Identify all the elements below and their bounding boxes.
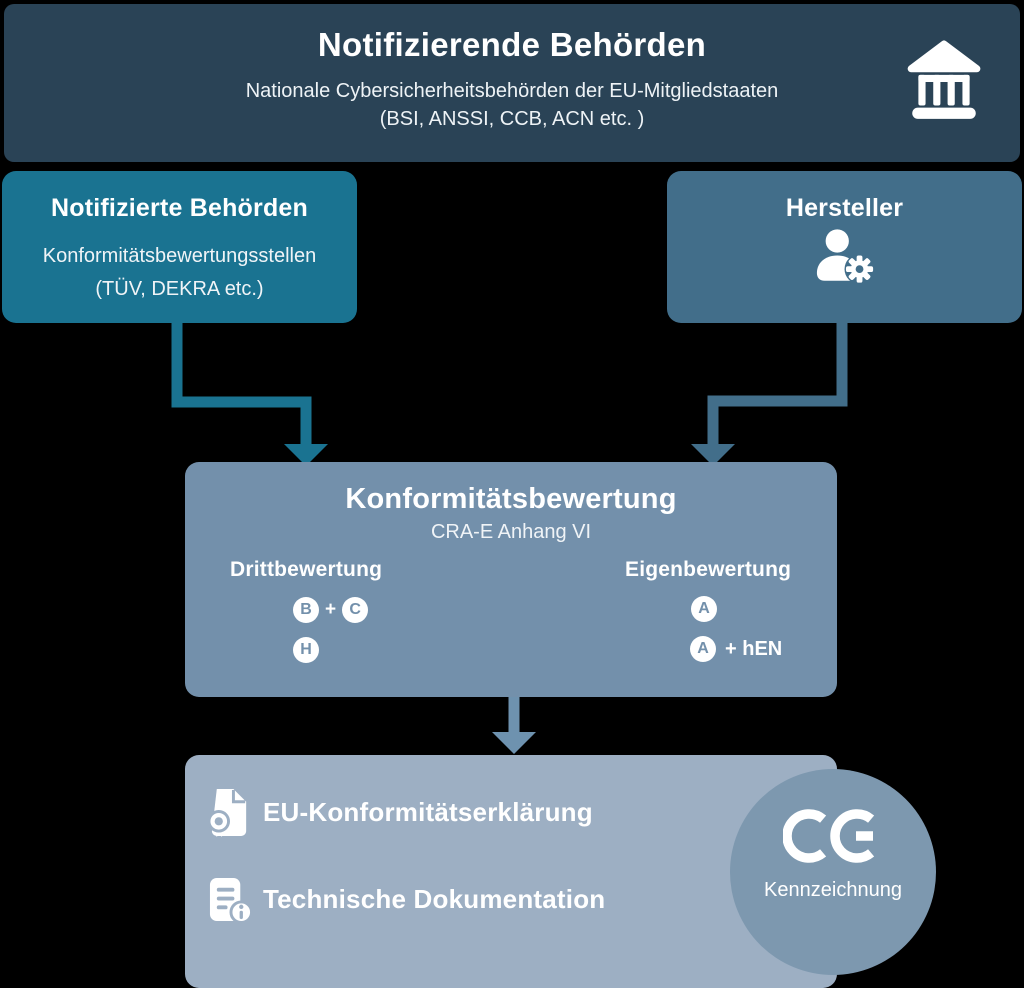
hen-suffix: + hEN [725, 637, 783, 660]
eu-declaration-text: EU-Konformitätserklärung [263, 796, 593, 827]
technical-documentation-text: Technische Dokumentation [263, 883, 606, 914]
manufacturer-box: Hersteller [667, 171, 1022, 323]
notified-bodies-subtitle-line2: (TÜV, DEKRA etc.) [95, 278, 264, 300]
assessment-subtitle: CRA-E Anhang VI [430, 521, 592, 543]
banner-subtitle-line2: (BSI, ANSSI, CCB, ACN etc. ) [379, 108, 645, 130]
eu-declaration-row: EU-Konformitätserklärung [208, 784, 593, 840]
module-row-h: H [293, 637, 319, 663]
ce-marking-circle: Kennzeichnung [730, 769, 936, 975]
notified-bodies-box: Notifizierte Behörden Konformitätsbewert… [2, 171, 357, 323]
notified-bodies-subtitle-line1: Konformitätsbewertungsstellen [42, 245, 317, 267]
third-party-assessment-label: Drittbewertung [230, 558, 383, 581]
module-row-a: A [691, 596, 717, 622]
arrow-manufacturer-to-assessment [691, 318, 848, 466]
technical-documentation-row: Technische Dokumentation [208, 871, 605, 927]
notified-bodies-subtitle: Konformitätsbewertungsstellen (TÜV, DEKR… [2, 240, 357, 306]
banner-subtitle: Nationale Cybersicherheitsbehörden der E… [4, 77, 1020, 133]
module-row-b-plus-c: B + C [293, 597, 369, 623]
self-assessment-label: Eigenbewertung [625, 558, 792, 581]
assessment-title: Konformitätsbewertung [345, 483, 677, 515]
banner-subtitle-line1: Nationale Cybersicherheitsbehörden der E… [245, 80, 779, 102]
module-badge-a2: A [690, 636, 716, 662]
banner-title: Notifizierende Behörden [317, 26, 707, 63]
arrow-assessment-to-results [492, 694, 536, 754]
plus-sign: + [325, 599, 337, 620]
ce-mark-icon [783, 809, 875, 863]
conformity-assessment-box [185, 462, 837, 697]
bank-icon [907, 40, 981, 119]
notifying-authorities-banner: Notifizierende Behörden Nationale Cybers… [4, 4, 1020, 162]
certificate-document-icon [208, 788, 247, 837]
results-box: EU-Konformitätserklärung Technische Doku… [185, 755, 837, 988]
manufacturer-title: Hersteller [785, 194, 904, 222]
module-badge-c: C [342, 597, 369, 623]
document-info-icon [209, 877, 253, 924]
notified-bodies-title: Notifizierte Behörden [51, 194, 308, 222]
module-badge-a: A [691, 596, 717, 622]
user-gear-icon [816, 229, 875, 285]
module-badge-h: H [293, 637, 319, 663]
arrow-notified-to-assessment [171, 318, 328, 466]
module-badge-b: B [293, 597, 319, 623]
module-row-a-hen: A + hEN [690, 636, 782, 662]
ce-marking-label: Kennzeichnung [764, 879, 902, 901]
